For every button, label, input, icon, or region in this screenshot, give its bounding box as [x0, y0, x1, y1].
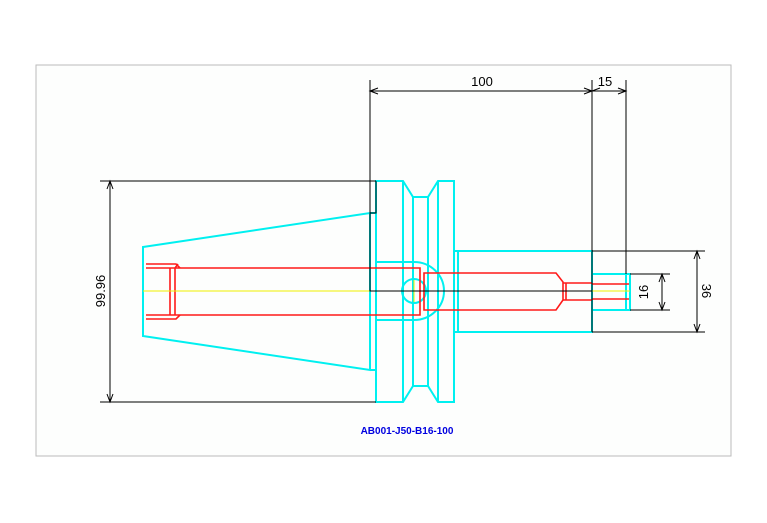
dim-tip-length: 15: [598, 74, 612, 89]
drawing-frame: [35, 64, 732, 457]
dim-overall-diameter: 99.96: [93, 275, 108, 308]
tip: [592, 273, 631, 311]
dim-length: 100: [471, 74, 493, 89]
dim-shank-diameter: 36: [699, 284, 714, 298]
dimension-lines: [100, 80, 705, 404]
dim-bore-diameter: 16: [636, 285, 651, 299]
part-number-label: AB001-J50-B16-100: [361, 426, 454, 437]
